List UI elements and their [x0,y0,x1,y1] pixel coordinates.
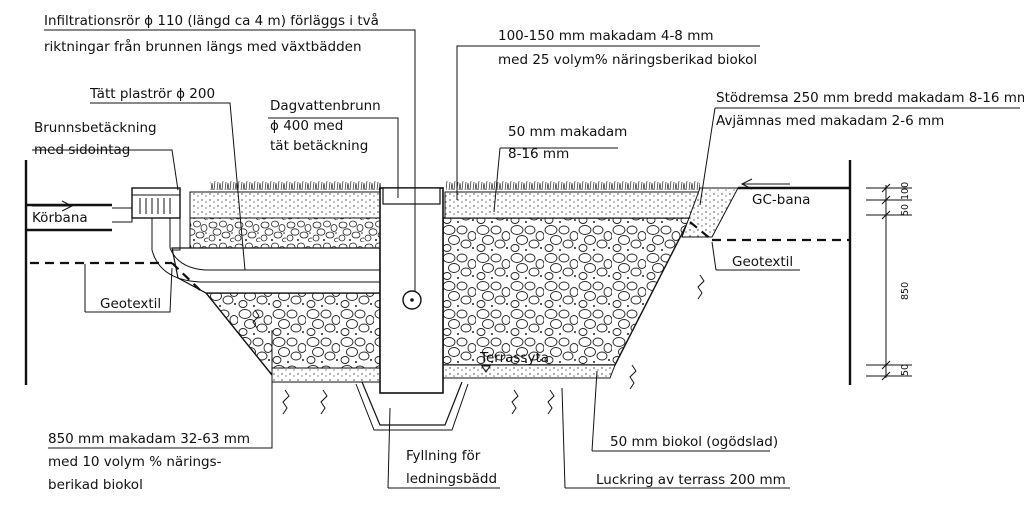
inlet-cover [131,187,181,219]
soil-hatching [252,274,705,415]
label-macadam-bottom-line2: med 10 volym % närings- [48,454,222,470]
label-infiltration-line1: Infiltrationsrör ϕ 110 (längd ca 4 m) fö… [44,12,379,29]
top-fine-layer-right [444,191,701,219]
leader-lines [32,29,1020,489]
label-geotextil-right: Geotextil [732,254,793,270]
label-fyllning-line2: ledningsbädd [406,471,497,487]
label-macadam-bottom-line1: 850 mm makadam 32-63 mm [48,431,250,447]
macadam-body-right [442,217,692,366]
support-strip [681,187,739,238]
biokol-layer [271,367,381,383]
arrow-right-icon [32,200,74,212]
dim-50-top: 50 [900,204,911,216]
label-luckring: Luckring av terrass 200 mm [596,472,786,488]
label-stodremsa-line2: Avjämnas med makadam 2-6 mm [716,113,944,129]
road-left [25,203,112,232]
dim-50-bottom: 50 [900,364,911,376]
label-fyllning-line1: Fyllning för [406,448,481,464]
macadam-8-16-left [189,217,386,249]
label-plastpipe: Tätt plaströr ϕ 200 [89,86,215,102]
pipe-bedding-trench [361,381,463,426]
label-macadam-mid-line2: 8-16 mm [508,146,569,162]
label-dagvatten-line1: Dagvattenbrunn [270,98,381,114]
label-terrassyta: Terrassyta [479,350,549,366]
top-fine-layer [189,191,383,219]
label-gcbana: GC-bana [752,192,810,208]
biokol-layer-right [442,364,616,379]
dim-850: 850 [900,282,911,300]
side-inlet [112,207,133,223]
label-macadam-mid-line1: 50 mm makadam [508,124,627,140]
label-brunnsbet-line1: Brunnsbetäckning [34,120,157,136]
label-biokol: 50 mm biokol (ogödslad) [610,434,778,450]
label-stodremsa-line1: Stödremsa 250 mm bredd makadam 8-16 mm [716,90,1024,106]
pipe-section-icon [402,290,422,310]
dimension-line [866,183,912,381]
grass-right [446,180,700,191]
label-dagvatten-line2: ϕ 400 med [270,118,343,134]
grass-left [210,180,382,191]
terrace-marker [481,365,491,373]
label-brunnsbet-line2: med sidointag [34,142,130,158]
label-macadam-top-line2: med 25 volym% näringsberikad biokol [498,52,757,68]
geotextile [171,262,201,291]
label-geotextil-left: Geotextil [100,296,161,312]
macadam-body [204,292,381,376]
plastic-pipe [151,218,380,283]
label-macadam-bottom-line3: berikad biokol [48,477,143,493]
label-macadam-top-line1: 100-150 mm makadam 4-8 mm [498,28,714,44]
dim-100: 100 [900,182,911,200]
label-infiltration-line2: riktningar från brunnen längs med växtbä… [44,38,362,55]
label-korbana: Körbana [32,210,88,226]
label-dagvatten-line3: tät betäckning [270,138,368,154]
arrow-left-icon [740,178,790,190]
